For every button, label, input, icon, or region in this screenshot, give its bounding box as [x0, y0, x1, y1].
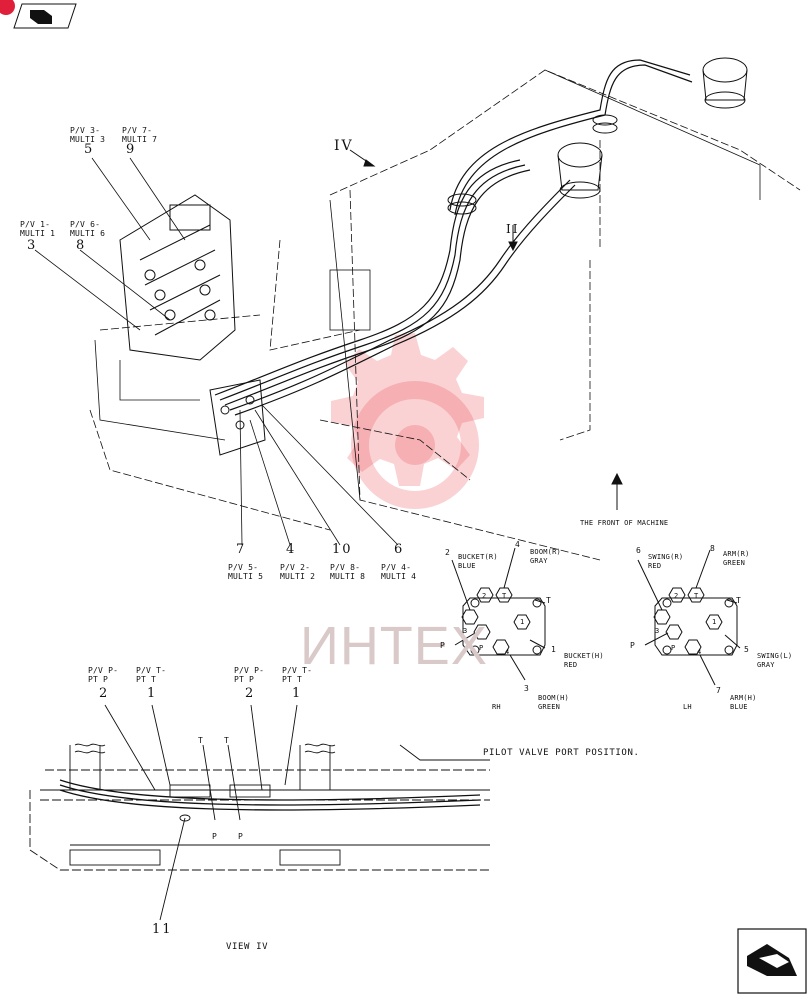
- rh-boom-r: BOOM(R) GRAY: [530, 548, 561, 565]
- view-iv-t2: T: [224, 736, 230, 745]
- lh-port-p: P: [671, 644, 676, 652]
- view-mark-ii: II: [506, 222, 520, 236]
- rh-side-label: RH: [492, 703, 501, 711]
- pilot-valve-right-icon: [702, 57, 748, 109]
- callout-pv8: P/V 8- MULTI 8: [330, 563, 366, 581]
- view-iv-pvt-a: P/V T- PT T: [136, 666, 167, 684]
- lh-n7: 7: [716, 686, 722, 695]
- view-iv-pvp-a: P/V P- PT P: [88, 666, 119, 684]
- callout-number-3: 3: [27, 238, 38, 253]
- rh-boom-h: BOOM(H) GREEN: [538, 694, 569, 711]
- view-iv-p1: P: [212, 832, 218, 841]
- hose-bundle: [214, 59, 693, 416]
- rh-p-outer: P: [440, 641, 446, 650]
- rh-t-outer: T: [546, 596, 552, 605]
- view-iv-caption: VIEW IV: [226, 942, 269, 952]
- callout-number-6: 6: [394, 542, 405, 557]
- callout-pv5: P/V 5- MULTI 5: [228, 563, 264, 581]
- callout-pv2: P/V 2- MULTI 2: [280, 563, 316, 581]
- watermark-text: ИНТЕХ: [300, 616, 488, 676]
- view-iv-n1a: 1: [147, 686, 158, 701]
- rh-port-diagram: [451, 547, 546, 681]
- view-iv-n2b: 2: [245, 686, 256, 701]
- lh-port-3: 3: [655, 627, 660, 635]
- view-iv-pvp-b: P/V P- PT P: [234, 666, 265, 684]
- arrow-left-icon: [0, 0, 77, 29]
- lh-port-4: 4: [697, 648, 702, 656]
- lh-arm-r: ARM(R) GREEN: [723, 550, 750, 567]
- lh-swing-r: SWING(R) RED: [648, 553, 684, 570]
- view-iv-n2a: 2: [99, 686, 110, 701]
- rh-n4: 4: [515, 540, 521, 549]
- view-mark-iv: IV: [334, 138, 354, 154]
- rh-n1: 1: [551, 645, 557, 654]
- rh-port-1: 1: [520, 618, 525, 626]
- rh-port-t: T: [502, 592, 507, 600]
- callout-pv3: P/V 3- MULTI 3: [70, 126, 106, 144]
- lh-n6: 6: [636, 546, 642, 555]
- control-valve: [119, 194, 266, 456]
- rh-n2: 2: [445, 548, 451, 557]
- callout-number-4: 4: [286, 542, 297, 557]
- callout-number-5: 5: [84, 142, 95, 157]
- pilot-valve-title: PILOT VALVE PORT POSITION.: [483, 748, 640, 758]
- lh-swing-l: SWING(L) GRAY: [757, 652, 793, 669]
- rh-bucket-h: BUCKET(H) RED: [564, 652, 604, 669]
- prev-page-button[interactable]: [0, 0, 78, 30]
- callout-pv4: P/V 4- MULTI 4: [381, 563, 417, 581]
- callout-pv1: P/V 1- MULTI 1: [20, 220, 56, 238]
- lh-port-t: T: [694, 592, 699, 600]
- lh-p-outer: P: [630, 641, 636, 650]
- front-of-machine-label: THE FRONT OF MACHINE: [580, 519, 669, 527]
- view-iv-n11: 11: [152, 922, 173, 937]
- rh-port-4: 4: [505, 648, 510, 656]
- pilot-valve-left-icon: [557, 142, 603, 199]
- lh-port-2: 2: [674, 592, 679, 600]
- view-iv-drawing: [29, 704, 490, 921]
- next-page-button[interactable]: [737, 928, 807, 994]
- rh-n3: 3: [524, 684, 530, 693]
- watermark-gear-icon: [331, 333, 484, 486]
- view-iv-p2: P: [238, 832, 244, 841]
- lh-side-label: LH: [683, 703, 692, 711]
- view-iv-pvt-b: P/V T- PT T: [282, 666, 313, 684]
- callout-pv7: P/V 7- MULTI 7: [122, 126, 158, 144]
- lh-arm-h: ARM(H) BLUE: [730, 694, 757, 711]
- rh-bucket-r: BUCKET(R) BLUE: [458, 553, 498, 570]
- lh-n8: 8: [710, 544, 716, 553]
- callout-number-8: 8: [76, 238, 87, 253]
- arrow-forward-icon: [737, 928, 807, 994]
- rh-port-2: 2: [482, 592, 487, 600]
- lh-port-diagram: [637, 549, 741, 686]
- rh-port-3: 3: [463, 627, 468, 635]
- lh-n5: 5: [744, 645, 750, 654]
- view-iv-n1b: 1: [292, 686, 303, 701]
- callout-number-9: 9: [126, 142, 137, 157]
- callout-number-7: 7: [236, 542, 247, 557]
- lh-t-outer: T: [736, 596, 742, 605]
- view-iv-t1: T: [198, 736, 204, 745]
- rh-port-p: P: [479, 644, 484, 652]
- lh-port-1: 1: [712, 618, 717, 626]
- callout-pv6: P/V 6- MULTI 6: [70, 220, 106, 238]
- callout-number-10: 10: [332, 542, 353, 557]
